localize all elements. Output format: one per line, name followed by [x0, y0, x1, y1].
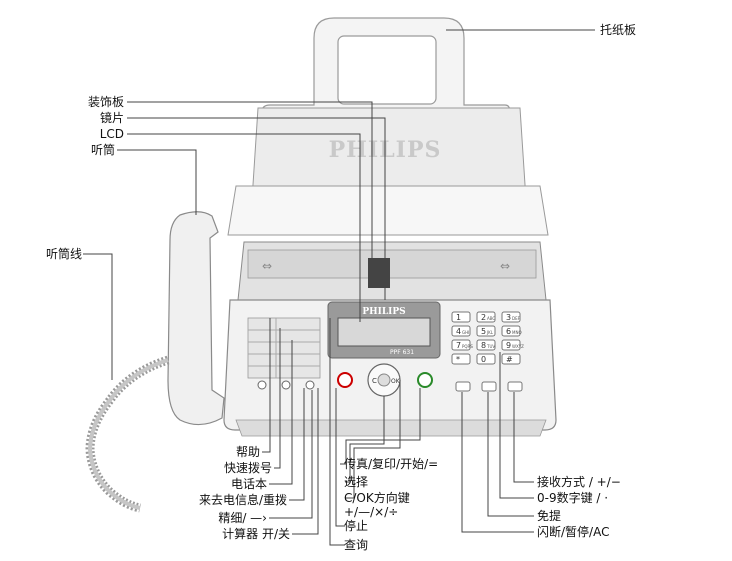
- keypad-key-letters: WXYZ: [512, 344, 524, 349]
- paper-support-handle: [337, 35, 437, 105]
- svg-text:OK: OK: [391, 378, 401, 385]
- keypad-key[interactable]: [501, 325, 521, 337]
- keypad-key-label: 2: [481, 313, 486, 322]
- keypad-key-letters: GHI: [462, 330, 469, 335]
- keypad-key-label: 6: [506, 327, 511, 336]
- label-decor-panel: 装饰板: [87, 95, 124, 109]
- label-handset: 听筒: [90, 143, 115, 157]
- label-caller-id-redial: 来去电信息/重拨: [198, 493, 287, 507]
- keypad-key-letters: DEF: [512, 316, 521, 321]
- keypad-key[interactable]: [476, 339, 496, 351]
- keypad-key-label: 4: [456, 327, 461, 336]
- keypad-key-letters: PQRS: [462, 344, 473, 349]
- label-speed-dial: 快速拨号: [223, 461, 272, 475]
- keypad-key[interactable]: [501, 353, 521, 365]
- keypad-key-letters: JKL: [486, 330, 494, 335]
- handset: [167, 211, 225, 426]
- label-digit-keys: 0-9数字键 / ·: [537, 491, 609, 505]
- keypad-key-label: *: [456, 355, 460, 364]
- svg-text:C: C: [372, 377, 377, 385]
- label-query: 查询: [344, 538, 369, 552]
- keypad-key[interactable]: [451, 325, 471, 337]
- stop-button: [337, 372, 353, 388]
- label-handset-cord: 听筒线: [45, 247, 82, 261]
- label-help: 帮助: [235, 445, 260, 459]
- label-phonebook: 电话本: [230, 477, 267, 491]
- label-receive-mode: 接收方式 / +/−: [537, 475, 621, 489]
- keypad-key[interactable]: [476, 325, 496, 337]
- keypad-key-label: 9: [506, 341, 511, 350]
- label-calculator: 计算器 开/关: [222, 527, 290, 541]
- keypad-key[interactable]: [476, 311, 496, 323]
- keypad-key[interactable]: [501, 339, 521, 351]
- keypad-key[interactable]: [451, 339, 471, 351]
- lcd-screen: [337, 317, 431, 347]
- keypad-key-letters: TUV: [486, 344, 495, 349]
- label-lens: 镜片: [99, 111, 124, 125]
- keypad-key-label: 8: [481, 341, 486, 350]
- label-select: 选择: [344, 475, 369, 489]
- label-lcd: LCD: [99, 127, 124, 141]
- keypad-key-label: 1: [456, 313, 461, 322]
- label-ops: +/—/×/÷: [344, 505, 399, 519]
- keypad-key[interactable]: [476, 353, 496, 365]
- keypad-key[interactable]: [501, 311, 521, 323]
- label-hook: 免提: [537, 509, 562, 523]
- keypad-key[interactable]: [451, 311, 471, 323]
- panel-brand: PHILIPS: [362, 307, 405, 317]
- keypad-key-label: 3: [506, 313, 511, 322]
- keypad-key-label: 7: [456, 341, 461, 350]
- label-flash-pause: 闪断/暂停/AC: [537, 525, 610, 539]
- keypad-key-letters: ABC: [487, 316, 495, 321]
- label-stop: 停止: [344, 519, 369, 533]
- keypad-key-label: #: [506, 355, 513, 364]
- keypad-key-label: 5: [481, 327, 486, 336]
- keypad-key[interactable]: [451, 353, 471, 365]
- model-label: PPF 631: [390, 349, 414, 356]
- start-button: [417, 372, 433, 388]
- svg-text:⇔: ⇔: [500, 259, 510, 273]
- keypad-key-letters: MNO: [512, 330, 522, 335]
- label-fax-copy-start: 传真/复印/开始/=: [344, 457, 439, 471]
- label-ok-direction: C/OK方向键: [344, 491, 410, 505]
- label-fine-arrow: 精细/ —›: [218, 511, 267, 525]
- label-paper-support: 托纸板: [600, 23, 637, 37]
- keypad-key-label: 0: [481, 355, 486, 364]
- svg-text:⇔: ⇔: [262, 259, 272, 273]
